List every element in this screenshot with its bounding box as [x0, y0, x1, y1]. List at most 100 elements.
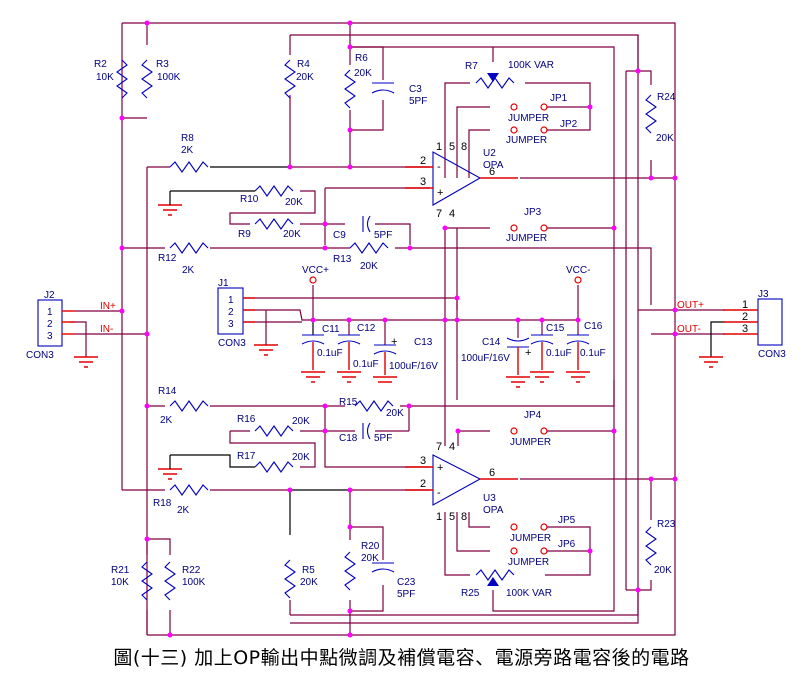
junction-dot	[287, 487, 293, 493]
j3-ref: J3	[758, 289, 769, 300]
capacitor-C11	[301, 320, 325, 370]
schematic-label: 3	[742, 323, 748, 335]
junction-dot	[635, 68, 641, 74]
schematic-label: 1	[742, 299, 748, 311]
junction-dot	[346, 317, 352, 323]
schematic-label: 2K	[160, 415, 173, 426]
schematic-path	[366, 215, 371, 233]
schematic-label: R3	[156, 59, 169, 70]
schematic-path	[366, 422, 371, 440]
ground-icon	[373, 376, 397, 383]
schematic-label: C11	[322, 324, 340, 335]
resistor-R14	[169, 400, 209, 412]
opamp-U2: - + 2 3 6 1 5 8 7 4 U2 OPA	[405, 141, 518, 220]
schematic-path	[158, 468, 182, 480]
u3-pin-7: 7	[436, 441, 442, 453]
jumper-JP1	[510, 103, 548, 111]
schematic-label: C13	[414, 337, 433, 348]
ground-icon	[158, 191, 182, 216]
schematic-path	[337, 340, 361, 345]
resistor-R23	[645, 526, 657, 566]
u3-pin-3: 3	[420, 455, 426, 467]
schematic-polyline	[409, 380, 615, 407]
u2-pin-1: 1	[436, 141, 442, 153]
junction-dot	[347, 632, 353, 638]
schematic-path	[371, 89, 395, 94]
ground-icon	[74, 356, 98, 368]
schematic-label: 20K	[292, 416, 310, 427]
schematic-label: JP3	[524, 207, 542, 218]
junction-dot	[347, 487, 353, 493]
schematic-polyline	[122, 22, 676, 636]
schematic-polyline	[243, 309, 468, 321]
junction-dot	[672, 476, 678, 482]
schematic-label: C3	[409, 84, 422, 95]
schematic-label: 100K	[182, 577, 206, 588]
resistor-R21	[141, 561, 153, 601]
schematic-path	[371, 568, 395, 573]
resistor-R10	[254, 185, 294, 197]
u3-pin-1: 1	[436, 511, 442, 523]
u2-pin-3: 3	[420, 176, 426, 188]
u3-pin-6: 6	[489, 467, 495, 479]
schematic-label: R24	[657, 92, 676, 103]
u2-pin-5: 5	[449, 141, 455, 153]
schematic-polyline	[290, 34, 639, 616]
j3-type: CON3	[758, 349, 786, 360]
j2-type: CON3	[26, 350, 54, 361]
resistor-R22	[164, 561, 176, 601]
schematic-label: R25	[461, 588, 480, 599]
resistor-R3	[141, 59, 153, 99]
ground-icon	[254, 310, 278, 356]
schematic-path	[530, 371, 554, 383]
schematic-circle	[540, 427, 548, 435]
jumper-JP3	[510, 224, 548, 232]
junction-dot	[347, 524, 353, 530]
schematic-label: R18	[153, 498, 172, 509]
schematic-polyline	[626, 70, 652, 85]
junction-dot	[347, 44, 353, 50]
schematic-label: JUMPER	[506, 233, 547, 244]
junction-dot	[347, 164, 353, 170]
schematic-polyline	[147, 538, 171, 555]
net-out-plus: OUT+	[677, 300, 704, 311]
schematic-label: JUMPER	[508, 557, 549, 568]
schematic-label: C18	[339, 433, 358, 444]
vcc-plus-terminal	[309, 276, 317, 284]
schematic-circle	[510, 427, 518, 435]
schematic-label: 20K	[656, 133, 674, 144]
junction-dot	[119, 115, 125, 121]
schematic-label: C16	[584, 321, 603, 332]
schematic-label: 2K	[181, 145, 194, 156]
ground-icon	[301, 371, 325, 383]
schematic-polyline	[710, 321, 725, 357]
schematic-polyline	[243, 297, 458, 300]
u3-pin-4: 4	[449, 441, 455, 453]
u3-pin-8: 8	[461, 511, 467, 523]
resistor-R13	[349, 242, 389, 254]
schematic-label: 20K	[360, 261, 378, 272]
schematic-polyline	[229, 431, 316, 468]
junction-dot	[322, 403, 328, 409]
j1-type: CON3	[218, 338, 246, 349]
junction-dot	[406, 403, 412, 409]
schematic-polyline	[468, 512, 490, 528]
schematic-label: JP1	[550, 93, 568, 104]
wiper-arrow-R7	[487, 73, 499, 82]
capacitor-C13	[373, 320, 397, 375]
j1-ref: J1	[218, 278, 229, 289]
schematic-label: R8	[181, 133, 194, 144]
schematic-label: 20K	[296, 72, 314, 83]
schematic-label: 10K	[111, 577, 129, 588]
schematic-label: JP2	[560, 119, 578, 130]
schematic-polyline	[324, 406, 430, 468]
ground-icon	[506, 376, 530, 388]
schematic-label: C9	[333, 230, 346, 241]
net-out-minus: OUT-	[677, 324, 701, 335]
schematic-label: R16	[237, 414, 256, 425]
junctions	[119, 20, 678, 638]
resistor-R12	[169, 242, 209, 254]
schematic-label: 0.1uF	[353, 359, 379, 370]
junction-dot	[539, 317, 545, 323]
schematic-label: 2	[47, 319, 53, 330]
